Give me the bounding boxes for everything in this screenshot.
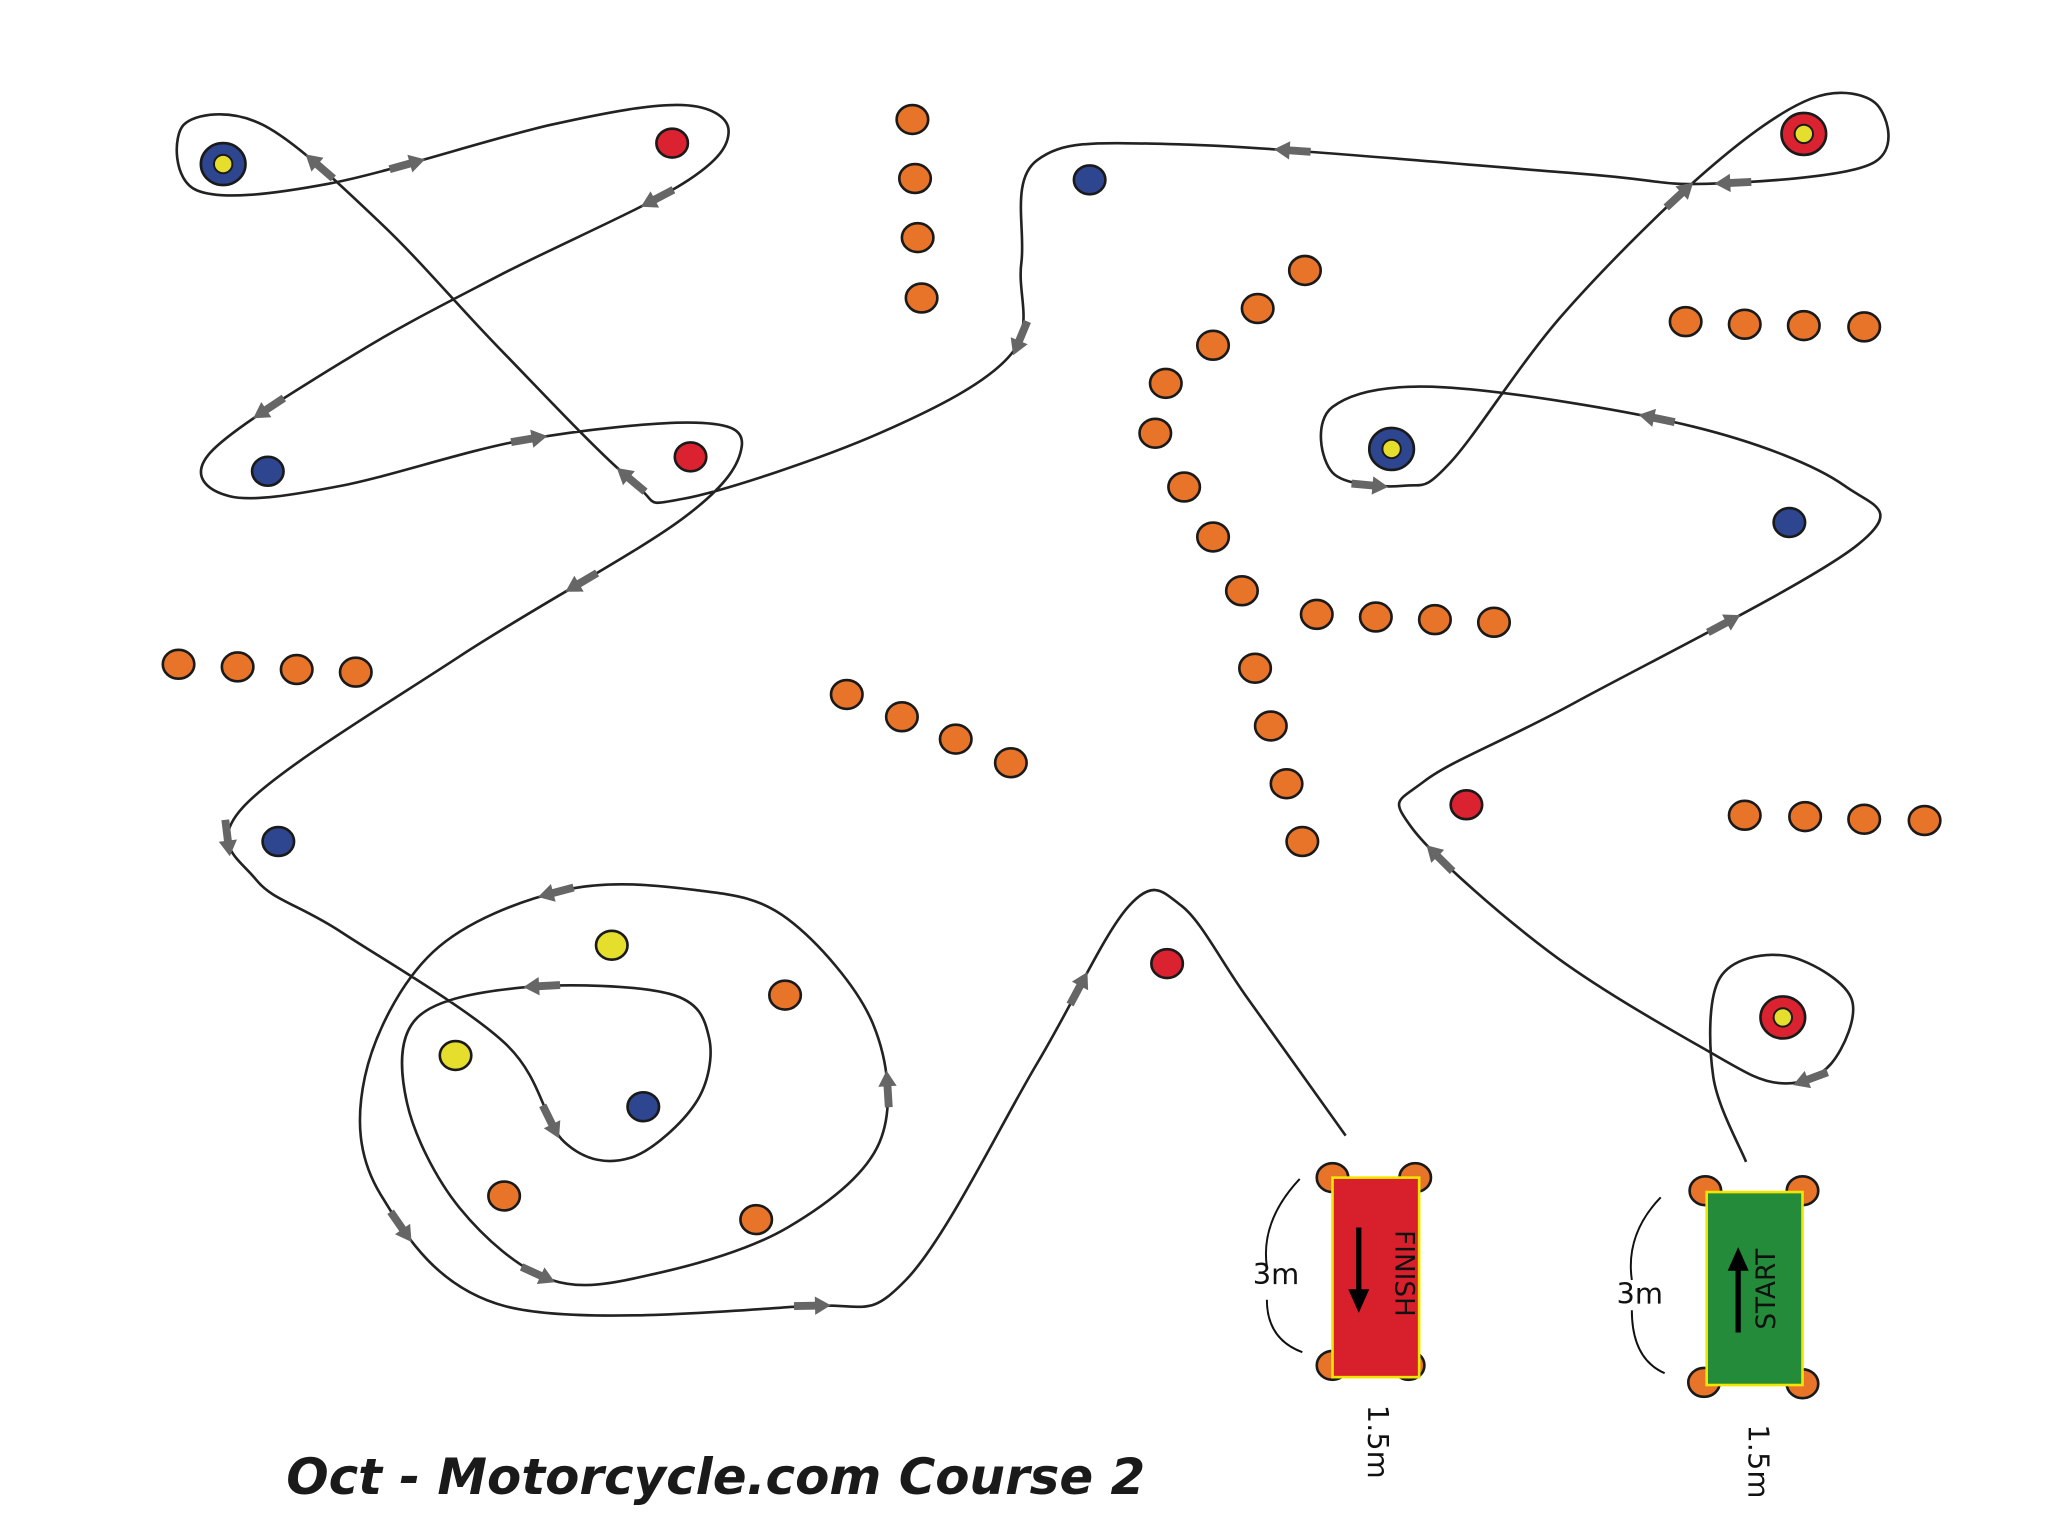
orange-cone xyxy=(895,103,930,136)
blue-yellow-target-cone xyxy=(1367,426,1416,472)
orange-cone xyxy=(904,282,939,314)
direction-arrow-icon xyxy=(305,154,336,182)
direction-arrow-icon xyxy=(253,394,287,419)
direction-arrow-icon xyxy=(640,186,676,208)
yellow-cone xyxy=(438,1039,473,1072)
orange-cone xyxy=(1907,804,1942,837)
orange-cone xyxy=(1786,309,1821,342)
orange-cone xyxy=(1847,311,1882,343)
orange-cone xyxy=(884,701,919,733)
cones xyxy=(161,103,1942,1400)
orange-cone xyxy=(739,1203,774,1236)
direction-arrow-icon xyxy=(1663,182,1694,211)
orange-cone xyxy=(1138,417,1173,449)
direction-arrow-icon xyxy=(1793,1068,1829,1089)
orange-cone xyxy=(1285,825,1320,858)
orange-cone xyxy=(1240,292,1275,325)
direction-arrow-icon xyxy=(1638,408,1676,427)
orange-cone xyxy=(1237,652,1273,684)
orange-cone xyxy=(1253,710,1288,742)
orange-cone xyxy=(1847,803,1882,835)
orange-cone xyxy=(1788,800,1823,833)
red-cone xyxy=(655,127,690,159)
orange-cone xyxy=(487,1180,522,1212)
orange-cone xyxy=(1148,367,1183,400)
direction-arrow-icon xyxy=(1351,476,1389,495)
blue-cone xyxy=(1072,164,1107,196)
orange-cone xyxy=(1668,305,1703,338)
blue-cone xyxy=(250,455,285,488)
length-bracket xyxy=(1265,1178,1303,1354)
direction-arrow-icon xyxy=(388,154,426,174)
orange-cone xyxy=(338,656,373,688)
direction-arrow-icon xyxy=(539,1103,561,1139)
finish-box: FINISH 3m 1.5m xyxy=(1253,1176,1421,1479)
direction-arrow-icon xyxy=(793,1296,831,1315)
orange-cone xyxy=(829,678,864,711)
orange-cone xyxy=(220,651,255,683)
yellow-cone xyxy=(594,929,629,961)
red-yellow-target-cone xyxy=(1759,995,1807,1040)
direction-arrow-icon xyxy=(616,468,648,495)
direction-arrow-icon xyxy=(565,569,600,592)
direction-arrow-icon xyxy=(523,977,561,996)
orange-cone xyxy=(1358,601,1393,633)
course-path xyxy=(175,91,1890,1317)
red-cone xyxy=(1449,789,1484,821)
red-yellow-target-cone xyxy=(1780,111,1828,157)
direction-arrows xyxy=(218,141,1829,1315)
direction-arrow-icon xyxy=(1714,173,1752,193)
orange-cone xyxy=(279,653,314,686)
orange-cone xyxy=(938,723,973,755)
length-bracket xyxy=(1629,1196,1666,1375)
orange-cone xyxy=(161,648,196,681)
orange-cone xyxy=(1224,575,1259,607)
orange-cone xyxy=(768,979,803,1011)
orange-cone xyxy=(900,221,935,254)
finish-width: 1.5m xyxy=(1361,1405,1395,1479)
orange-cone xyxy=(1195,521,1231,553)
orange-cone xyxy=(1476,606,1512,639)
orange-cone xyxy=(993,746,1028,779)
orange-cone xyxy=(1269,768,1304,800)
direction-arrow-icon xyxy=(510,429,548,448)
direction-arrow-icon xyxy=(218,819,238,857)
finish-length: 3m xyxy=(1253,1257,1300,1291)
blue-cone xyxy=(626,1090,661,1123)
direction-arrow-icon xyxy=(538,883,575,902)
diagram-title: Oct - Motorcycle.com Course 2 xyxy=(286,1448,1145,1506)
direction-arrow-icon xyxy=(878,1070,897,1108)
direction-arrow-icon xyxy=(1706,614,1741,636)
direction-arrow-icon xyxy=(519,1263,555,1285)
blue-cone xyxy=(1772,506,1807,539)
direction-arrow-icon xyxy=(1066,972,1089,1007)
orange-cone xyxy=(1727,308,1762,341)
direction-arrow-icon xyxy=(1010,319,1031,356)
orange-cone xyxy=(1167,471,1202,503)
orange-cone xyxy=(1195,329,1231,362)
blue-yellow-target-cone xyxy=(199,141,247,187)
red-cone xyxy=(673,441,708,473)
direction-arrow-icon xyxy=(387,1209,412,1242)
blue-cone xyxy=(261,825,296,858)
orange-cone xyxy=(1417,603,1452,636)
orange-cone xyxy=(1299,598,1334,631)
orange-cone xyxy=(1727,799,1762,832)
direction-arrow-icon xyxy=(1273,141,1311,160)
direction-arrow-icon xyxy=(1426,845,1456,874)
start-label: START xyxy=(1752,1248,1782,1330)
start-length: 3m xyxy=(1616,1277,1663,1311)
finish-label: FINISH xyxy=(1389,1230,1419,1317)
orange-cone xyxy=(897,162,933,195)
start-width: 1.5m xyxy=(1742,1424,1776,1498)
start-box: START 3m 1.5m xyxy=(1616,1190,1804,1498)
red-cone xyxy=(1150,947,1185,980)
orange-cone xyxy=(1287,254,1323,287)
